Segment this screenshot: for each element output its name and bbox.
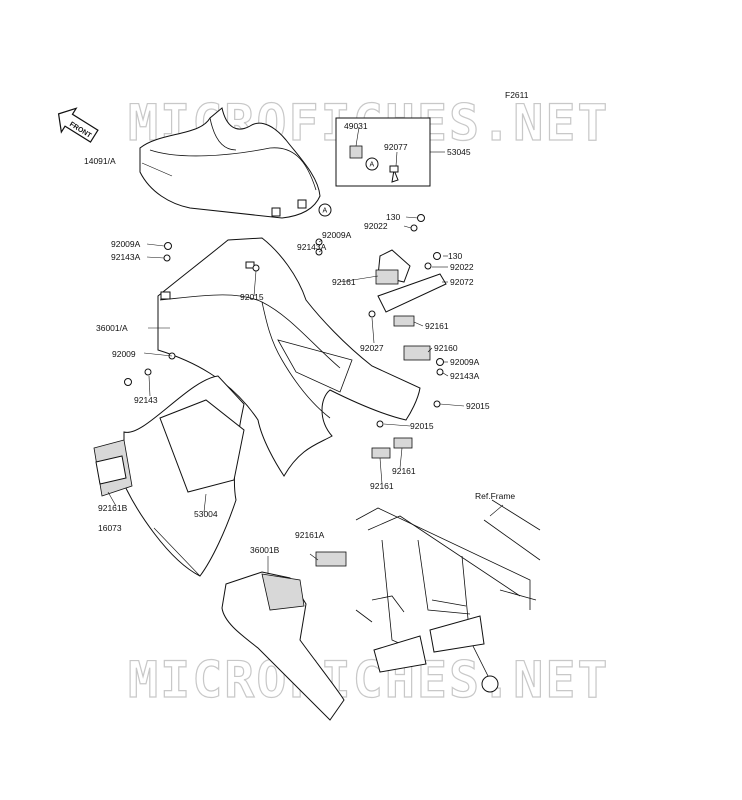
pin-part (389, 165, 399, 183)
frame-part (355, 499, 541, 693)
label-53045: 53045 (447, 147, 471, 157)
label-92009Ab: 92009A (322, 230, 352, 240)
callout-marker-box-label: A (370, 162, 375, 169)
label-92077: 92077 (384, 142, 408, 152)
label-92009: 92009 (112, 349, 136, 359)
label-92027: 92027 (360, 343, 384, 353)
label-92143Aa: 92143A (111, 252, 141, 262)
label-92161B: 92161B (98, 503, 128, 513)
bracket-part (371, 249, 447, 459)
label-49031: 49031 (344, 121, 368, 131)
mud-guard-part (123, 375, 245, 577)
callout-marker-fender (318, 203, 332, 217)
ref-frame-label: Ref.Frame (475, 491, 515, 501)
label-130a: 130 (386, 212, 400, 222)
label-92022a: 92022 (364, 221, 388, 231)
label-92015c: 92015 (410, 421, 434, 431)
label-130b: 130 (448, 251, 462, 261)
label-92072: 92072 (450, 277, 474, 287)
figure-code: F2611 (505, 90, 529, 100)
label-92009Ac: 92009A (450, 357, 480, 367)
front-fender-part (139, 107, 321, 219)
label-92015b: 92015 (466, 401, 490, 411)
label-92015a: 92015 (240, 292, 264, 302)
label-92161a: 92161 (332, 277, 356, 287)
label-92161b: 92161 (425, 321, 449, 331)
grommet-part (349, 145, 363, 159)
front-arrow-icon: FRONT (57, 107, 99, 143)
label-92009Aa: 92009A (111, 239, 141, 249)
label-92161c: 92161 (392, 466, 416, 476)
side-cover-part (221, 551, 347, 721)
rear-fender-part (157, 237, 421, 477)
label-92160: 92160 (434, 343, 458, 353)
callout-marker-box (365, 157, 379, 171)
label-16073: 16073 (98, 523, 122, 533)
callout-marker-fender-label: A (323, 208, 328, 215)
leader-lines (107, 126, 504, 577)
label-14091A: 14091/A (84, 156, 116, 166)
watermark-bottom: MICROFICHES.NET (128, 651, 610, 709)
label-36001B: 36001B (250, 545, 280, 555)
reflector-part (93, 439, 133, 497)
label-36001A: 36001/A (96, 323, 128, 333)
label-92161d: 92161 (370, 481, 394, 491)
label-92143Ac: 92143A (450, 371, 480, 381)
label-92022b: 92022 (450, 262, 474, 272)
label-92161A: 92161A (295, 530, 325, 540)
label-53004: 53004 (194, 509, 218, 519)
label-92143Ab: 92143A (297, 242, 327, 252)
part-labels: 14091/A 49031 92077 53045 130 92022 9200… (84, 121, 515, 555)
label-92143: 92143 (134, 395, 158, 405)
